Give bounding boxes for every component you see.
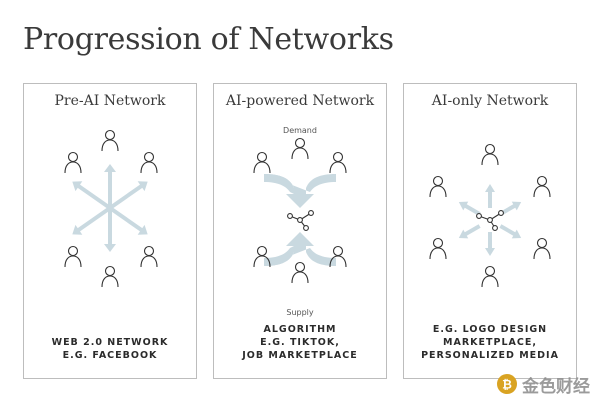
bitcoin-coin-icon: ₿	[497, 374, 517, 394]
user-icon	[291, 261, 309, 284]
arrow-out-icon	[499, 224, 522, 239]
panel-ai-only-network: AI-only Network E.G. LOG	[403, 83, 577, 379]
user-icon	[253, 245, 271, 268]
user-icon	[429, 175, 447, 198]
panel-caption: ALGORITHM E.G. TIKTOK, JOB MARKETPLACE	[242, 324, 358, 361]
user-icons	[253, 137, 347, 284]
arrow-up-icon	[264, 232, 336, 266]
user-icon	[533, 237, 551, 260]
user-icon	[140, 245, 158, 268]
panel-caption: E.G. LOGO DESIGN MARKETPLACE, PERSONALIZ…	[421, 324, 559, 361]
panel-title: AI-only Network	[431, 93, 549, 109]
arrow-out-icon	[499, 201, 522, 216]
merge-arrows	[264, 174, 336, 266]
user-icons	[429, 143, 551, 288]
arrow-down-icon	[104, 208, 116, 252]
user-icon	[329, 151, 347, 174]
ai-powered-network-diagram	[253, 137, 347, 284]
user-icon	[481, 265, 499, 288]
ai-only-network-diagram	[429, 143, 551, 288]
user-icon	[329, 245, 347, 268]
supply-label: Supply	[286, 308, 314, 317]
panel-title: Pre-AI Network	[54, 93, 166, 109]
user-icons	[64, 129, 158, 288]
radial-arrows	[458, 184, 522, 256]
user-icon	[101, 129, 119, 152]
mesh-arrows	[72, 164, 148, 252]
user-icon	[481, 143, 499, 166]
demand-label: Demand	[283, 126, 317, 135]
arrow-down-icon	[264, 174, 336, 208]
panel-pre-ai-network: Pre-AI Network WEB 2.0 NETWORK E.G. FACE…	[23, 83, 197, 379]
user-icon	[64, 151, 82, 174]
user-icon	[429, 237, 447, 260]
user-icon	[533, 175, 551, 198]
user-icon	[101, 265, 119, 288]
arrow-out-icon	[458, 224, 481, 239]
user-icon	[291, 137, 309, 160]
panel-ai-powered-network: AI-powered Network Demand Supply	[213, 83, 387, 379]
arrow-out-icon	[458, 201, 481, 216]
panel-caption: WEB 2.0 NETWORK E.G. FACEBOOK	[51, 337, 169, 361]
pre-ai-network-diagram	[64, 129, 158, 288]
arrow-out-icon	[485, 184, 495, 208]
svg-text:₿: ₿	[502, 378, 512, 392]
user-icon	[253, 151, 271, 174]
panel-title: AI-powered Network	[225, 93, 375, 109]
watermark-text: 金色财经	[522, 376, 590, 397]
page-title: Progression of Networks	[23, 22, 394, 57]
arrow-out-icon	[485, 232, 495, 256]
user-icon	[140, 151, 158, 174]
arrow-up-icon	[104, 164, 116, 208]
algorithm-node-icon	[476, 210, 504, 231]
algorithm-node-icon	[287, 210, 314, 231]
user-icon	[64, 245, 82, 268]
watermark: ₿ 金色财经	[496, 372, 590, 397]
